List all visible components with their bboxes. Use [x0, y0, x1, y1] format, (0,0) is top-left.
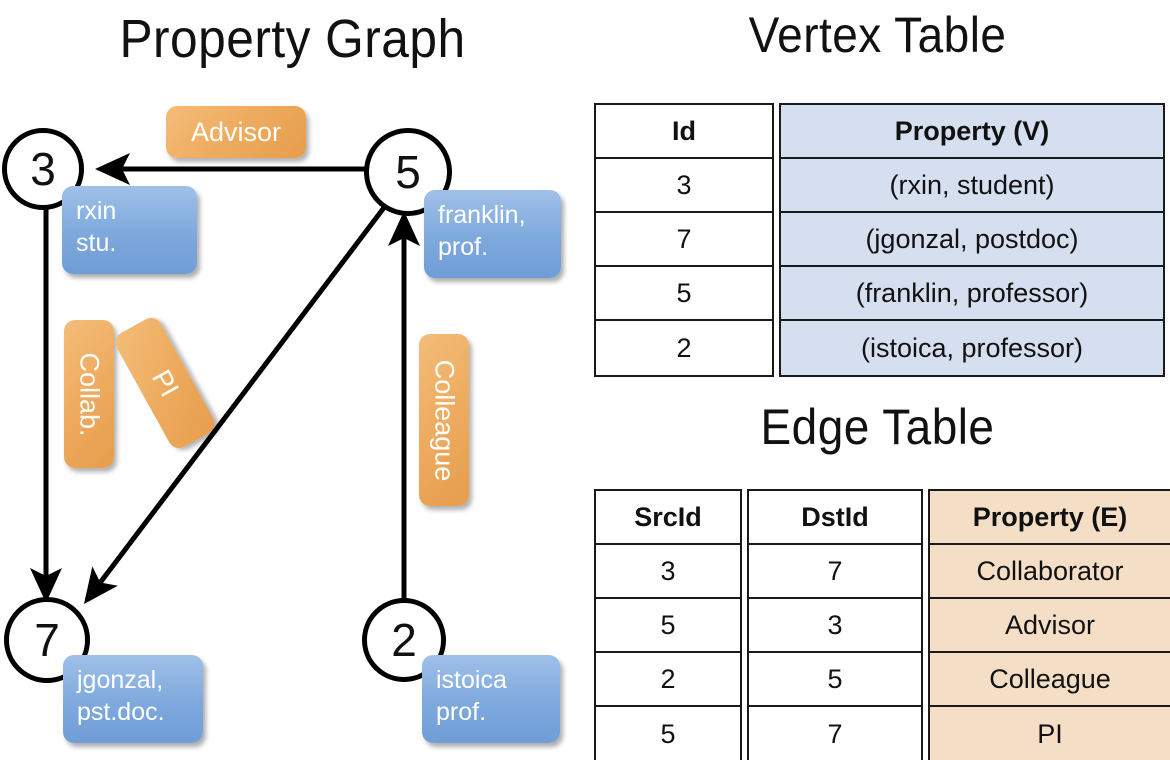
table-cell: 7 [749, 545, 921, 599]
table-cell: 5 [596, 267, 772, 321]
vertex-node-2-label: 2 [391, 614, 417, 666]
table-cell: 2 [596, 653, 740, 707]
vertex-property-7-line2: pst.doc. [77, 698, 165, 726]
table-cell: Advisor [930, 599, 1170, 653]
edge-label-colleague-text: Colleague [429, 359, 460, 481]
vertex-property-3-line2: stu. [76, 229, 117, 257]
edge-table-header-dstid: DstId [749, 491, 921, 545]
table-cell: (istoica, professor) [781, 321, 1163, 375]
edge-label-collab-text: Collab. [74, 351, 105, 437]
edge-table-col-srcid: SrcId 3 5 2 5 [594, 489, 742, 760]
vertex-property-5-line2: prof. [438, 233, 489, 261]
table-cell: 3 [596, 545, 740, 599]
edge-table-header-srcid: SrcId [596, 491, 740, 545]
page-title-vertex-table: Vertex Table [748, 7, 1007, 63]
vertex-property-3-line1: rxin [76, 197, 117, 225]
vertex-property-2-line2: prof. [436, 698, 487, 726]
page-title-property-graph: Property Graph [119, 9, 466, 69]
table-cell: 7 [596, 213, 772, 267]
vertex-node-7-label: 7 [34, 614, 60, 666]
vertex-table-col-id: Id 3 7 5 2 [594, 103, 774, 377]
vertex-property-box-2: istoica prof. [422, 655, 560, 743]
edge-label-collab: Collab. [64, 320, 114, 468]
vertex-node-5-label: 5 [395, 146, 421, 198]
edge-table-col-dstid: DstId 7 3 5 7 [747, 489, 923, 760]
table-cell: (franklin, professor) [781, 267, 1163, 321]
vertex-property-5-line1: franklin, [438, 201, 526, 229]
edge-label-pi-text: PI [146, 364, 185, 402]
edge-arrow-pi [83, 203, 388, 604]
vertex-table-header-id: Id [596, 105, 772, 159]
vertex-property-box-5: franklin, prof. [424, 190, 561, 278]
edge-label-advisor-text: Advisor [190, 116, 282, 147]
table-cell: 5 [596, 599, 740, 653]
vertex-table: Id 3 7 5 2 Property (V) (rxin, student) … [594, 103, 1165, 377]
table-cell: (rxin, student) [781, 159, 1163, 213]
table-cell: 2 [676, 332, 692, 363]
table-cell: (jgonzal, postdoc) [781, 213, 1163, 267]
graph-edges-canvas [30, 153, 420, 604]
vertex-property-box-3: rxin stu. [62, 186, 197, 274]
edge-label-advisor: Advisor [166, 106, 306, 158]
table-cell: 7 [827, 718, 843, 749]
vertex-table-col-property: Property (V) (rxin, student) (jgonzal, p… [779, 103, 1165, 377]
table-cell: PI [930, 707, 1170, 760]
edge-label-colleague: Colleague [419, 334, 469, 506]
vertex-table-header-property: Property (V) [781, 105, 1163, 159]
table-cell: Colleague [930, 653, 1170, 707]
vertex-node-5[interactable]: 5 [364, 128, 452, 216]
table-cell: 5 [660, 718, 676, 749]
vertex-node-3-label: 3 [30, 143, 56, 195]
edge-table-header-property: Property (E) [930, 491, 1170, 545]
vertex-node-2[interactable]: 2 [362, 598, 446, 682]
vertex-property-7-line1: jgonzal, [77, 666, 164, 694]
page-title-edge-table: Edge Table [760, 399, 995, 455]
table-cell: 5 [749, 653, 921, 707]
vertex-property-2-line1: istoica [436, 666, 507, 694]
vertex-property-box-7: jgonzal, pst.doc. [63, 655, 203, 743]
table-cell: 3 [749, 599, 921, 653]
edge-table-col-property: Property (E) Collaborator Advisor Collea… [928, 489, 1170, 760]
edge-table: SrcId 3 5 2 5 DstId 7 3 5 7 Property (E)… [594, 489, 1170, 760]
table-cell: Collaborator [930, 545, 1170, 599]
table-cell: 3 [596, 159, 772, 213]
